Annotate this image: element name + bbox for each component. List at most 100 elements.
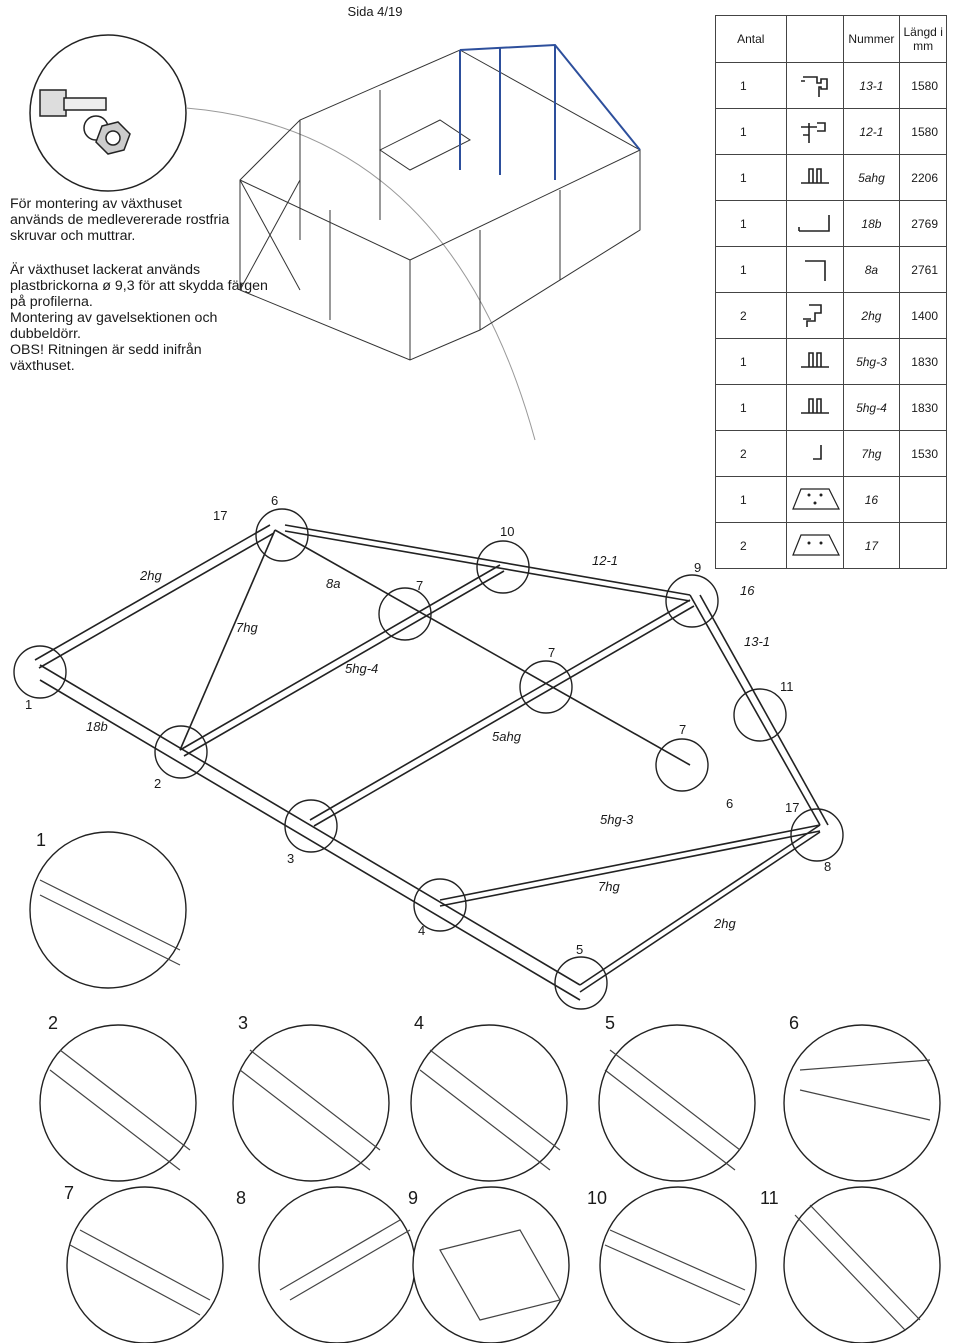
langd-cell: 2761 (899, 246, 947, 293)
detail-number: 8 (236, 1188, 247, 1208)
detail-drawings (39, 879, 931, 1331)
nummer-cell: 7hg (842, 430, 901, 477)
gable-frame-drawing (34, 524, 829, 1001)
part-label: 18b (86, 719, 108, 734)
icon-header (785, 15, 844, 63)
table-header-row: Antal Nummer Längd i mm (715, 15, 947, 63)
antal-cell: 1 (715, 200, 787, 247)
part-label: 11 (780, 679, 794, 694)
langd-cell: 1530 (899, 430, 947, 477)
detail-number: 2 (48, 1013, 59, 1033)
part-label: 12-1 (592, 553, 619, 568)
profile-13-1-icon (785, 62, 844, 109)
part-label: 9 (694, 560, 702, 575)
profile-12-1-icon (785, 108, 844, 155)
antal-cell: 2 (715, 430, 787, 477)
part-label: 5hg-4 (345, 661, 379, 676)
part-label: 7 (416, 578, 424, 593)
nummer-cell: 16 (842, 476, 901, 523)
detail-number: 5 (605, 1013, 616, 1033)
intro-notes: Är växthuset lackerat används plastbrick… (10, 262, 270, 374)
profile-5hg-3-icon (785, 338, 844, 385)
antal-cell: 1 (715, 154, 787, 201)
part-label: 6 (271, 493, 279, 508)
part-label: 8a (326, 576, 341, 591)
nummer-cell: 8a (842, 246, 901, 293)
detail-circles (29, 831, 941, 1343)
table-row: 1 16 (715, 476, 947, 523)
part-label: 7 (679, 722, 687, 737)
detail-number: 11 (760, 1188, 779, 1208)
part-label: 17 (785, 800, 800, 815)
profile-18b-icon (785, 200, 844, 247)
langd-cell: 2206 (899, 154, 947, 201)
intro-screws-text: För montering av växthuset används de me… (10, 196, 230, 244)
detail-number: 9 (408, 1188, 419, 1208)
langd-cell: 1400 (899, 292, 947, 339)
profile-5ahg-icon (785, 154, 844, 201)
nummer-cell: 2hg (842, 292, 901, 339)
nummer-cell: 12-1 (842, 108, 901, 155)
bolt-nut-icon (29, 34, 187, 192)
gable-highlight (459, 43, 641, 180)
antal-cell: 1 (715, 338, 787, 385)
antal-cell: 1 (715, 108, 787, 155)
langd-cell (899, 522, 947, 569)
detail-number: 7 (64, 1183, 75, 1203)
langd-cell: 2769 (899, 200, 947, 247)
detail-number: 4 (414, 1013, 425, 1033)
antal-cell: 1 (715, 246, 787, 293)
part-label: 5ahg (492, 729, 521, 744)
pointer-curve (185, 107, 536, 441)
part-label: 6 (726, 796, 734, 811)
intro-obs-text: OBS! Ritningen är sedd inifrån växthuset… (10, 342, 202, 374)
intro-washers-text: Är växthuset lackerat används plastbrick… (10, 262, 268, 310)
nummer-cell: 5hg-4 (842, 384, 901, 431)
callout-number: 1 (25, 697, 33, 712)
antal-cell: 1 (715, 476, 787, 523)
callout-number: 5 (576, 942, 584, 957)
plate-16-icon (785, 476, 844, 523)
langd-header: Längd i mm (899, 15, 947, 63)
part-label: 5hg-3 (600, 812, 634, 827)
callout-number: 2 (154, 776, 162, 791)
part-label: 2hg (140, 568, 162, 583)
profile-8a-icon (785, 246, 844, 293)
profile-7hg-icon (785, 430, 844, 477)
part-label: 13-1 (744, 634, 771, 649)
intro-assembly-text: Montering av gavelsektionen och dubbeldö… (10, 310, 218, 342)
antal-cell: 2 (715, 292, 787, 339)
profile-5hg-4-icon (785, 384, 844, 431)
callout-circles (13, 508, 844, 1010)
antal-header: Antal (715, 15, 787, 63)
detail-number: 1 (36, 830, 47, 850)
part-label: 10 (500, 524, 515, 539)
part-label: 17 (213, 508, 228, 523)
part-label: 8 (824, 859, 832, 874)
part-label: 16 (740, 583, 755, 598)
greenhouse-overview (239, 49, 641, 361)
antal-cell: 1 (715, 62, 787, 109)
nummer-header: Nummer (842, 15, 901, 63)
detail-number: 10 (587, 1188, 608, 1208)
part-label: 7hg (236, 620, 258, 635)
langd-cell: 1830 (899, 384, 947, 431)
nummer-cell: 18b (842, 200, 901, 247)
part-label: 2hg (714, 916, 736, 931)
part-label: 7hg (598, 879, 620, 894)
callout-number: 4 (418, 923, 426, 938)
profile-2hg-icon (785, 292, 844, 339)
nummer-cell: 5ahg (842, 154, 901, 201)
detail-number: 6 (789, 1013, 800, 1033)
